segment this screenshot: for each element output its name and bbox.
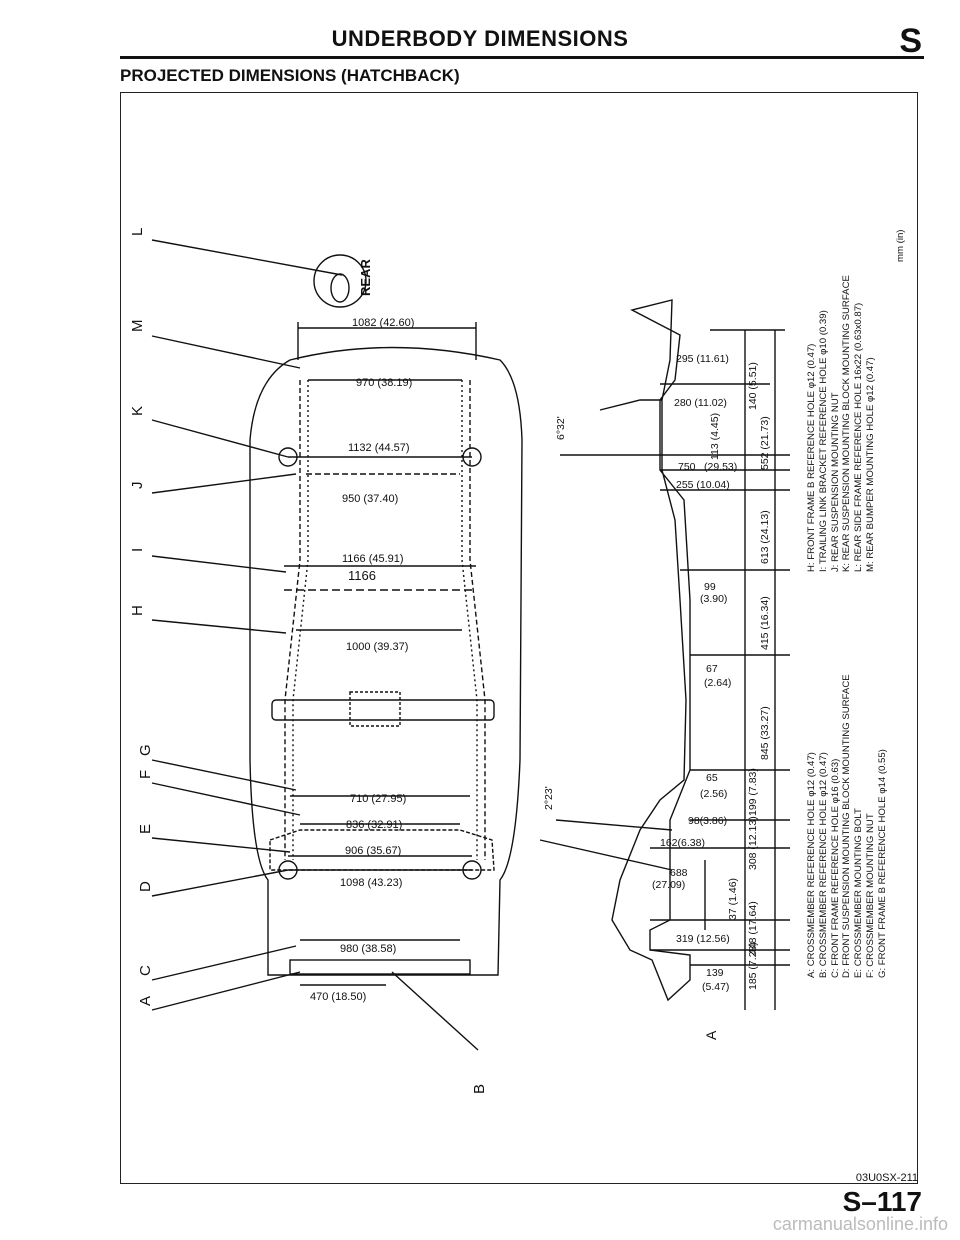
legend-right: H: FRONT FRAME B REFERENCE HOLE φ12 (0.4…: [806, 275, 877, 572]
rear-label: REAR: [358, 259, 373, 296]
dim-113: 113 (4.45): [709, 413, 721, 460]
dim-448: 448 (17.64): [747, 901, 759, 955]
dim-613: 613 (24.13): [759, 510, 771, 564]
watermark: carmanualsonline.info: [772, 1214, 948, 1234]
units-label: mm (in): [895, 229, 906, 262]
body-outline: [249, 346, 523, 976]
angle-front: 2°23': [543, 786, 555, 810]
dim-845: 845 (33.27): [759, 706, 771, 760]
dim-970: 970 (38.19): [356, 377, 412, 389]
dim-139: 139: [706, 967, 724, 979]
point-label-h: H: [129, 605, 146, 616]
dim-98: 98(3.86): [688, 815, 727, 827]
dim-1132: 1132 (44.57): [348, 442, 410, 454]
legend-left: A: CROSSMEMBER REFERENCE HOLE φ12 (0.47)…: [806, 674, 889, 978]
dim-470: 470 (18.50): [310, 991, 366, 1003]
dim-65-inch: (2.56): [700, 788, 727, 800]
dim-308: 308 (12.13): [747, 816, 759, 870]
figure-frame: [120, 92, 918, 1184]
dim-162: 162(6.38): [660, 837, 705, 849]
dim-950: 950 (37.40): [342, 493, 398, 505]
dim-65: 65: [706, 772, 718, 784]
page-header: UNDERBODY DIMENSIONS S: [0, 0, 960, 60]
dim-688: 688: [670, 867, 688, 879]
dim-710: 710 (27.95): [350, 793, 406, 805]
legend-item-m: M: REAR BUMPER MOUNTING HOLE φ12 (0.47): [864, 357, 876, 572]
legend-item-c: C: FRONT FRAME REFERENCE HOLE φ16 (0.63): [829, 758, 841, 978]
dim-552: 552 (21.73): [759, 416, 771, 470]
dim-1166: 1166 (45.91): [342, 553, 404, 565]
point-label-m: M: [129, 320, 146, 333]
dim-688-inch: (27.09): [652, 879, 685, 891]
legend-item-i: I: TRAILING LINK BRACKET REFERENCE HOLE …: [817, 310, 829, 572]
dim-37: 37 (1.46): [727, 878, 739, 920]
point-label-j: J: [129, 482, 146, 490]
legend-item-j: J: REAR SUSPENSION MOUNTING NUT: [829, 392, 841, 572]
dim-1098: 1098 (43.23): [340, 877, 402, 889]
dim-1082: 1082 (42.60): [352, 317, 414, 329]
point-label-c: C: [137, 965, 154, 976]
rear-arrow-circle: [313, 254, 367, 308]
dim-319: 319 (12.56): [676, 933, 730, 945]
angle-rear: 6°32': [555, 416, 567, 440]
legend-item-d: D: FRONT SUSPENSION MOUNTING BLOCK MOUNT…: [841, 674, 853, 978]
dim-255: 255 (10.04): [676, 479, 730, 491]
legend-item-l: L: REAR SIDE FRAME REFERENCE HOLE 16x22 …: [853, 302, 865, 572]
dim-836: 836 (32.91): [346, 819, 402, 831]
header-rule: [120, 56, 924, 59]
dim-67: 67: [706, 663, 718, 675]
dim-99-inch: (3.90): [700, 593, 727, 605]
legend-item-h: H: FRONT FRAME B REFERENCE HOLE φ12 (0.4…: [806, 343, 817, 572]
dim-980: 980 (38.58): [340, 943, 396, 955]
point-label-d: D: [137, 881, 154, 892]
dim-139-inch: (5.47): [702, 981, 729, 993]
legend-item-k: K: REAR SUSPENSION MOUNTING BLOCK MOUNTI…: [841, 275, 853, 572]
point-label-l: L: [129, 228, 146, 236]
dim-415: 415 (16.34): [759, 596, 771, 650]
point-label-b: B: [471, 1084, 488, 1094]
dim-906: 906 (35.67): [345, 845, 401, 857]
legend-item-a: A: CROSSMEMBER REFERENCE HOLE φ12 (0.47): [806, 752, 817, 978]
legend-item-f: F: CROSSMEMBER MOUNTING NUT: [864, 813, 876, 978]
page-title: UNDERBODY DIMENSIONS: [331, 26, 629, 51]
dim-280: 280 (11.02): [674, 397, 727, 409]
dim-185: 185 (7.28): [747, 942, 759, 990]
point-label-a: A: [137, 996, 154, 1006]
point-label-g: G: [137, 744, 154, 756]
figure-code: 03U0SX-211: [855, 1172, 918, 1184]
section-letter: S: [899, 22, 922, 60]
dim-199: 199 (7.83): [747, 768, 759, 816]
legend-item-e: E: CROSSMEMBER MOUNTING BOLT: [853, 808, 865, 978]
side-profile: [611, 299, 691, 1002]
point-label-f: F: [137, 770, 154, 779]
dim-750: 750: [678, 461, 696, 473]
point-label-k: K: [129, 406, 146, 416]
dim-1000: 1000 (39.37): [346, 641, 408, 653]
point-label-i: I: [129, 548, 146, 552]
side-point-a: A: [703, 1030, 719, 1040]
dim-99: 99: [704, 581, 716, 593]
dim-750-inch: (29.53): [704, 461, 737, 473]
page-number: S–117: [842, 1186, 922, 1217]
legend-item-b: B: CROSSMEMBER REFERENCE HOLE φ12 (0.47): [817, 752, 829, 978]
point-label-e: E: [137, 824, 154, 834]
dim-1166-plain: 1166: [348, 568, 376, 583]
section-subtitle: PROJECTED DIMENSIONS (HATCHBACK): [120, 66, 460, 85]
legend-item-g: G: FRONT FRAME B REFERENCE HOLE φ14 (0.5…: [876, 749, 888, 978]
dim-140: 140 (5.51): [747, 362, 759, 410]
dim-295: 295 (11.61): [676, 353, 729, 365]
dim-67-inch: (2.64): [704, 677, 731, 689]
